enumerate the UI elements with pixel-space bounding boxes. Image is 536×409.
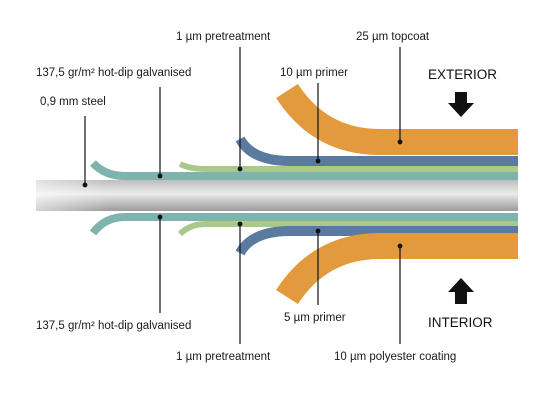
label-pretreatment-bottom: 1 µm pretreatment bbox=[176, 351, 271, 363]
polyester-coating-layer bbox=[276, 233, 518, 305]
arrow-up-icon bbox=[448, 278, 474, 304]
galvanised-layer-bottom bbox=[89, 213, 518, 236]
label-polyester-coating: 10 µm polyester coating bbox=[334, 351, 456, 363]
leader-steel-dot bbox=[82, 182, 88, 188]
label-exterior: EXTERIOR bbox=[428, 67, 497, 82]
steel-core-fade bbox=[36, 180, 518, 211]
leader-polyester-coating-dot bbox=[397, 243, 403, 249]
leader-pretreatment-bottom-dot bbox=[237, 221, 243, 227]
label-primer-top: 10 µm primer bbox=[280, 67, 348, 79]
leader-topcoat-dot bbox=[397, 139, 403, 145]
topcoat-layer bbox=[276, 83, 518, 155]
primer-layer-bottom bbox=[235, 226, 518, 256]
arrow-down-icon bbox=[448, 92, 474, 117]
leader-primer-bottom-dot bbox=[315, 228, 321, 234]
label-galvanised-bottom: 137,5 gr/m² hot-dip galvanised bbox=[36, 320, 191, 332]
primer-layer-top bbox=[235, 136, 518, 166]
label-primer-bottom: 5 µm primer bbox=[284, 312, 346, 324]
label-galvanised-top: 137,5 gr/m² hot-dip galvanised bbox=[36, 67, 191, 79]
label-pretreatment-top: 1 µm pretreatment bbox=[176, 31, 271, 43]
pretreatment-layer-top bbox=[178, 161, 518, 172]
label-topcoat: 25 µm topcoat bbox=[356, 31, 430, 43]
leader-galvanised-bottom-dot bbox=[157, 214, 163, 220]
leader-galvanised-top-dot bbox=[157, 173, 163, 179]
label-steel: 0,9 mm steel bbox=[40, 96, 106, 108]
pretreatment-layer-bottom bbox=[177, 221, 518, 237]
galvanised-layer-top bbox=[90, 160, 518, 180]
leader-pretreatment-top-dot bbox=[237, 166, 243, 172]
leader-primer-top-dot bbox=[315, 158, 321, 164]
label-interior: INTERIOR bbox=[428, 315, 493, 330]
